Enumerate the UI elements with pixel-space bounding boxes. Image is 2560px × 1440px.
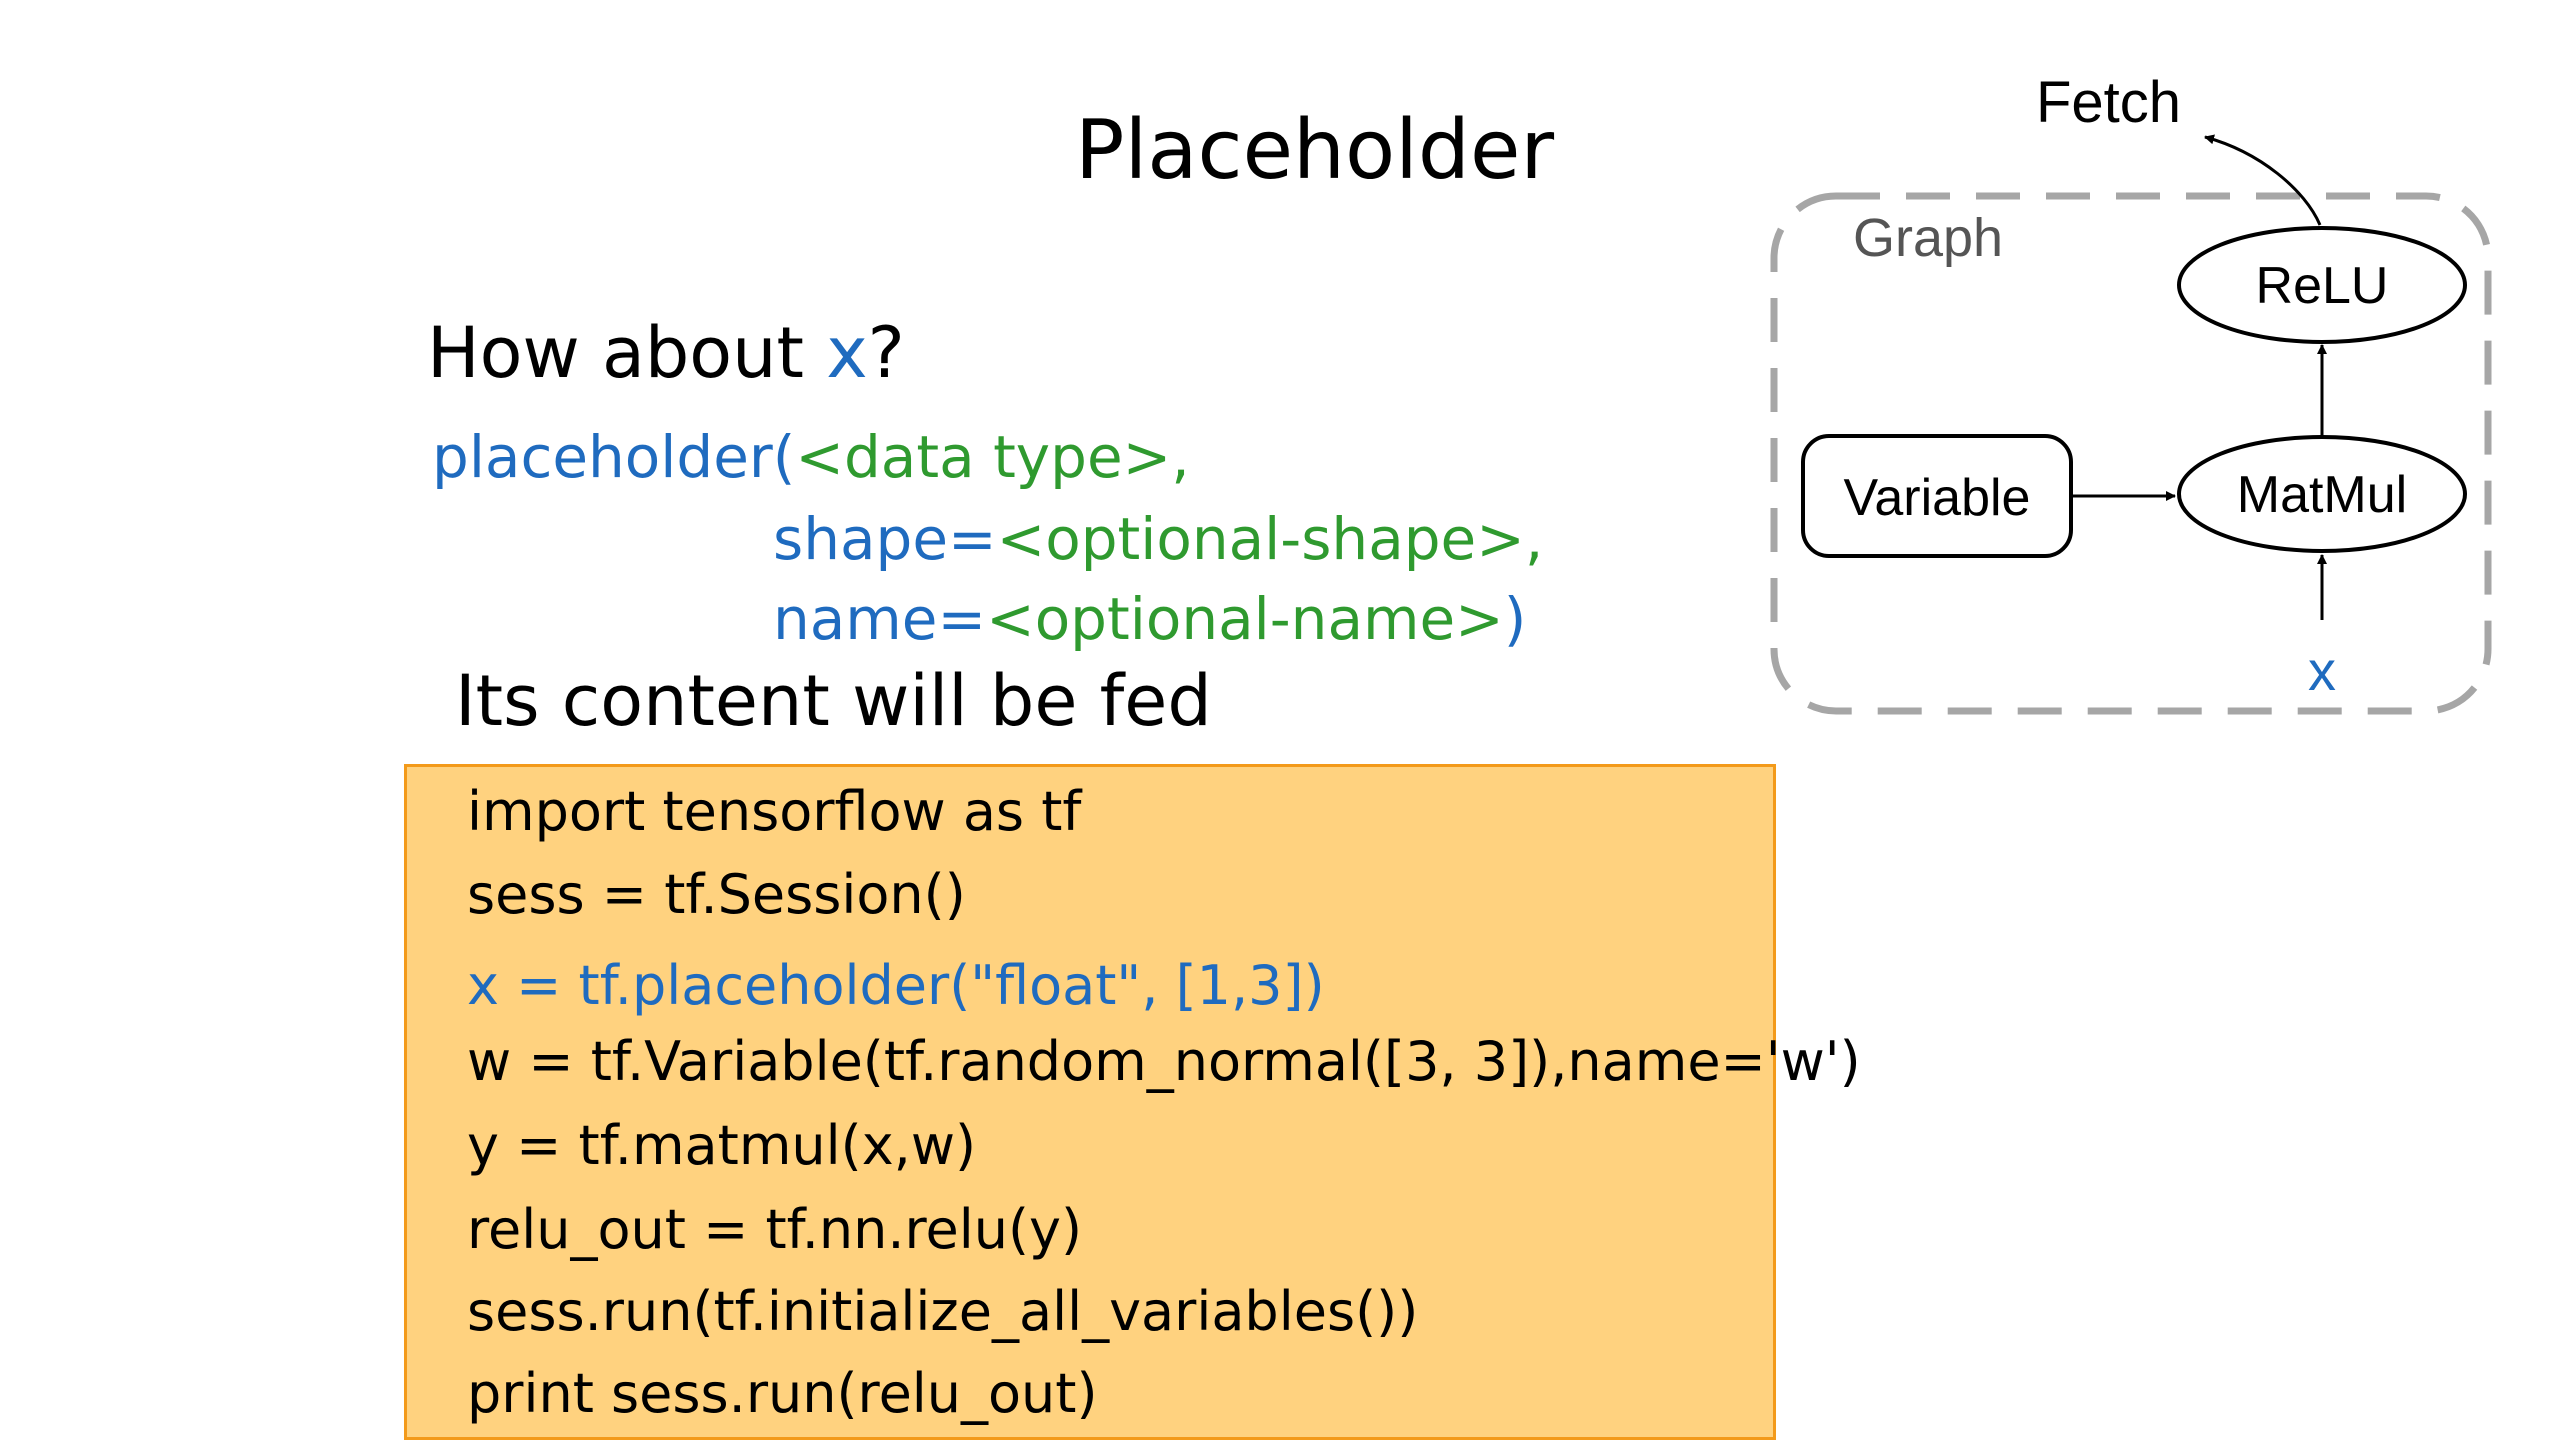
graph-boundary [1770, 192, 2492, 715]
slide-title: Placeholder [1075, 103, 1555, 198]
fetch-label: Fetch [2036, 70, 2181, 135]
code-line-variable: w = tf.Variable(tf.random_normal([3, 3])… [467, 1030, 1861, 1093]
code-line-placeholder: x = tf.placeholder("float", [1,3]) [467, 954, 1325, 1017]
relu-node [2177, 226, 2467, 344]
signature-close-paren: ) [1503, 585, 1527, 653]
question-prefix: How about [427, 312, 827, 394]
code-line-relu: relu_out = tf.nn.relu(y) [467, 1198, 1083, 1261]
fetch-arrow [2204, 134, 2322, 226]
signature-line-3: name=<optional-name>) [773, 590, 1526, 648]
signature-function: placeholder( [432, 423, 796, 491]
graph-label: Graph [1853, 208, 2003, 268]
code-line-import: import tensorflow as tf [467, 780, 1082, 843]
signature-name-keyword: name= [773, 585, 987, 653]
code-line-init: sess.run(tf.initialize_all_variables()) [467, 1280, 1419, 1343]
question-suffix: ? [867, 312, 905, 394]
matmul-label: MatMul [2237, 466, 2407, 524]
signature-line-1: placeholder(<data type>, [432, 428, 1190, 486]
signature-shape-arg: <optional-shape>, [996, 505, 1544, 573]
code-line-session: sess = tf.Session() [467, 863, 966, 926]
question-text: How about x? [427, 318, 905, 388]
fed-caption: Its content will be fed [455, 660, 1212, 742]
signature-dtype-arg: <data type>, [795, 423, 1190, 491]
code-block: import tensorflow as tf sess = tf.Sessio… [404, 764, 1861, 1440]
x-input-label: x [2308, 639, 2336, 702]
signature-name-arg: <optional-name> [986, 585, 1504, 653]
question-variable: x [826, 312, 868, 394]
code-line-matmul: y = tf.matmul(x,w) [467, 1114, 977, 1177]
relu-label: ReLU [2256, 257, 2389, 315]
code-line-print: print sess.run(relu_out) [467, 1362, 1098, 1425]
variable-label: Variable [1844, 469, 2031, 527]
signature-line-2: shape=<optional-shape>, [773, 510, 1543, 568]
signature-shape-keyword: shape= [773, 505, 997, 573]
